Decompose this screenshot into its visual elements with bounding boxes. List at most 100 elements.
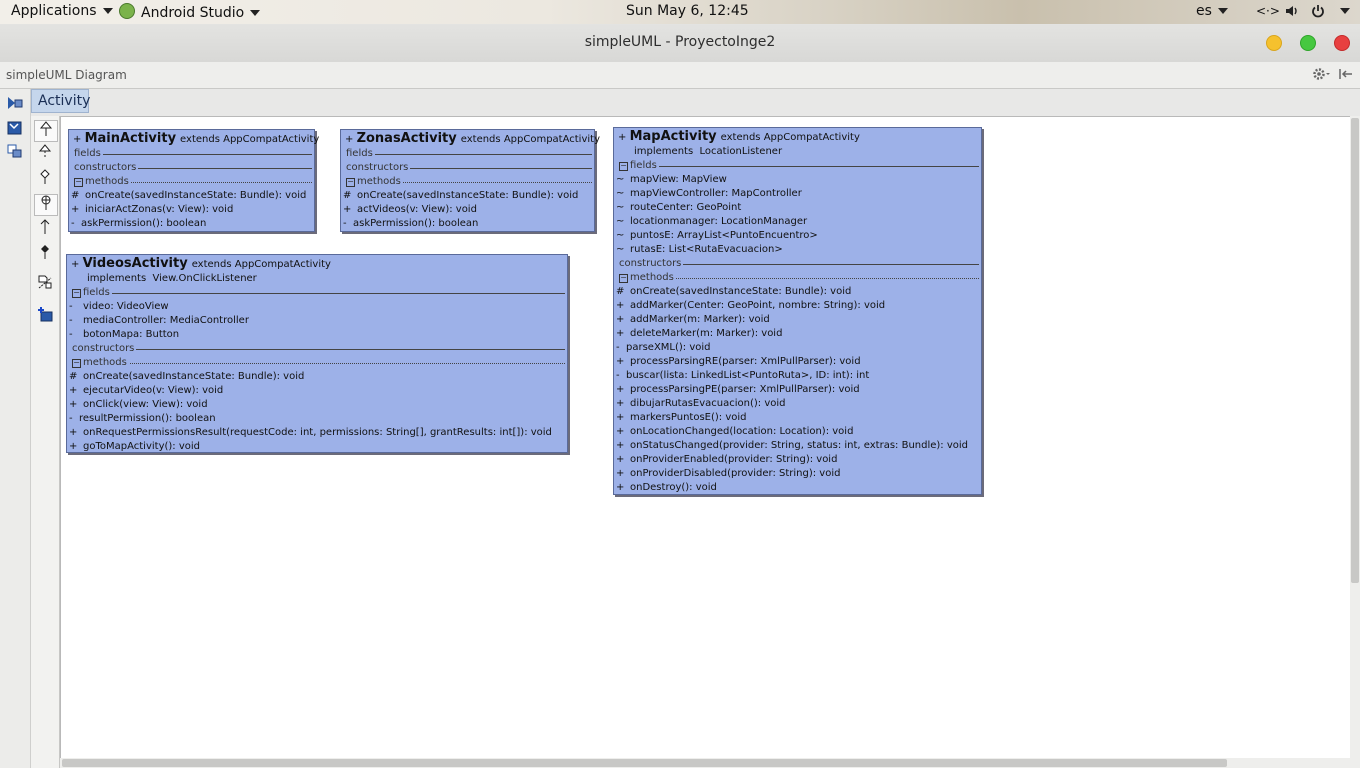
method-row[interactable]: +onProviderDisabled(provider: String): v… [614, 467, 981, 481]
realization-arrow-icon[interactable] [34, 144, 56, 164]
vertical-scrollbar[interactable] [1350, 116, 1360, 768]
clock[interactable]: Sun May 6, 12:45 [626, 3, 749, 19]
method-row[interactable]: +onClick(view: View): void [67, 398, 567, 412]
visibility: # [616, 286, 625, 297]
section-fields[interactable]: −fields [614, 159, 981, 173]
implements-keyword: implements [634, 146, 694, 157]
method-row[interactable]: +addMarker(m: Marker): void [614, 313, 981, 327]
collapse-icon[interactable]: − [72, 358, 81, 368]
maximize-button[interactable] [1300, 35, 1316, 51]
field-row[interactable]: -botonMapa: Button [67, 328, 567, 342]
visibility: - [69, 301, 73, 312]
collapse-icon[interactable]: − [619, 273, 628, 283]
section-fields[interactable]: −fields [67, 286, 567, 300]
method-signature: onCreate(savedInstanceState: Bundle): vo… [357, 190, 579, 201]
tab-activity-label: Activity [38, 93, 91, 109]
keyboard-layout-menu[interactable]: es [1196, 3, 1228, 19]
visibility: + [69, 427, 78, 438]
method-row[interactable]: +onProviderEnabled(provider: String): vo… [614, 453, 981, 467]
method-row[interactable]: -resultPermission(): boolean [67, 412, 567, 426]
field-signature: mapView: MapView [630, 174, 727, 185]
method-row[interactable]: +addMarker(Center: GeoPoint, nombre: Str… [614, 299, 981, 313]
method-row[interactable]: #onCreate(savedInstanceState: Bundle): v… [614, 285, 981, 299]
visibility: + [69, 399, 78, 410]
field-row[interactable]: ~rutasE: List<RutaEvacuacion> [614, 243, 981, 257]
section-methods[interactable]: −methods [69, 175, 314, 189]
field-row[interactable]: ~locationmanager: LocationManager [614, 215, 981, 229]
aggregation-icon[interactable] [34, 169, 56, 189]
horizontal-scrollbar-thumb[interactable] [62, 759, 1227, 767]
power-icon[interactable] [1311, 4, 1325, 22]
superclass-name: AppCompatActivity [234, 259, 331, 270]
system-top-bar: Applications Android Studio Sun May 6, 1… [0, 0, 1360, 24]
class-diagram-icon[interactable] [7, 121, 23, 135]
method-row[interactable]: +onLocationChanged(location: Location): … [614, 425, 981, 439]
horizontal-scrollbar[interactable] [60, 758, 1350, 768]
volume-icon[interactable] [1285, 4, 1299, 22]
method-signature: onProviderEnabled(provider: String): voi… [630, 454, 838, 465]
section-methods[interactable]: −methods [67, 356, 567, 370]
network-icon[interactable]: <·> [1256, 4, 1280, 18]
app-menu[interactable]: Android Studio [119, 3, 261, 21]
close-button[interactable] [1334, 35, 1350, 51]
collapse-icon[interactable]: − [74, 177, 83, 187]
composition-icon[interactable] [34, 244, 56, 264]
field-row[interactable]: -video: VideoView [67, 300, 567, 314]
visibility: # [343, 190, 352, 201]
field-row[interactable]: ~puntosE: ArrayList<PuntoEncuentro> [614, 229, 981, 243]
minimize-button[interactable] [1266, 35, 1282, 51]
add-class-icon[interactable] [34, 306, 56, 326]
method-row[interactable]: +deleteMarker(m: Marker): void [614, 327, 981, 341]
method-row[interactable]: +processParsingPE(parser: XmlPullParser)… [614, 383, 981, 397]
method-row[interactable]: +onStatusChanged(provider: String, statu… [614, 439, 981, 453]
field-row[interactable]: -mediaController: MediaController [67, 314, 567, 328]
sequence-diagram-icon[interactable] [7, 96, 23, 110]
method-row[interactable]: +processParsingRE(parser: XmlPullParser)… [614, 355, 981, 369]
inheritance-arrow-icon[interactable] [34, 120, 58, 142]
method-row[interactable]: -askPermission(): boolean [341, 217, 594, 231]
association-arrow-icon[interactable] [34, 219, 56, 239]
method-row[interactable]: -buscar(lista: LinkedList<PuntoRuta>, ID… [614, 369, 981, 383]
note-link-icon[interactable] [34, 274, 56, 294]
section-methods[interactable]: −methods [341, 175, 594, 189]
applications-menu[interactable]: Applications [11, 3, 113, 19]
section-methods[interactable]: −methods [614, 271, 981, 285]
method-row[interactable]: +dibujarRutasEvacuacion(): void [614, 397, 981, 411]
extends-keyword: extends [460, 134, 501, 145]
method-row[interactable]: -parseXML(): void [614, 341, 981, 355]
hide-panel-icon[interactable] [1338, 67, 1354, 85]
method-row[interactable]: #onCreate(savedInstanceState: Bundle): v… [67, 370, 567, 384]
dependency-icon[interactable] [34, 194, 58, 216]
collapse-icon[interactable]: − [346, 177, 355, 187]
field-row[interactable]: ~mapViewController: MapController [614, 187, 981, 201]
method-row[interactable]: +onRequestPermissionsResult(requestCode:… [67, 426, 567, 440]
method-row[interactable]: # onCreate(savedInstanceState: Bundle): v… [341, 189, 594, 203]
method-row[interactable]: +onDestroy(): void [614, 481, 981, 495]
field-row[interactable]: ~ mapView: MapView [614, 173, 981, 187]
method-row[interactable]: +goToMapActivity(): void [67, 440, 567, 454]
method-row[interactable]: +markersPuntosE(): void [614, 411, 981, 425]
method-row[interactable]: +actVideos(v: View): void [341, 203, 594, 217]
method-row[interactable]: +ejecutarVideo(v: View): void [67, 384, 567, 398]
method-signature: askPermission(): boolean [353, 218, 479, 229]
chevron-down-icon [250, 10, 261, 16]
field-row[interactable]: ~routeCenter: GeoPoint [614, 201, 981, 215]
tab-activity[interactable]: Activity [31, 89, 91, 113]
vertical-scrollbar-thumb[interactable] [1351, 118, 1359, 583]
system-menu-chevron[interactable] [1334, 3, 1350, 19]
visibility: ~ [616, 174, 625, 185]
method-row[interactable]: #onCreate(savedInstanceState: Bundle): v… [69, 189, 314, 203]
component-diagram-icon[interactable] [7, 144, 23, 158]
method-row[interactable]: +iniciarActZonas(v: View): void [69, 203, 314, 217]
gear-icon[interactable] [1312, 67, 1330, 85]
collapse-icon[interactable]: − [72, 288, 81, 298]
collapse-icon[interactable]: − [619, 161, 628, 171]
method-row[interactable]: -askPermission(): boolean [69, 217, 314, 231]
section-label: constructors [618, 258, 684, 269]
